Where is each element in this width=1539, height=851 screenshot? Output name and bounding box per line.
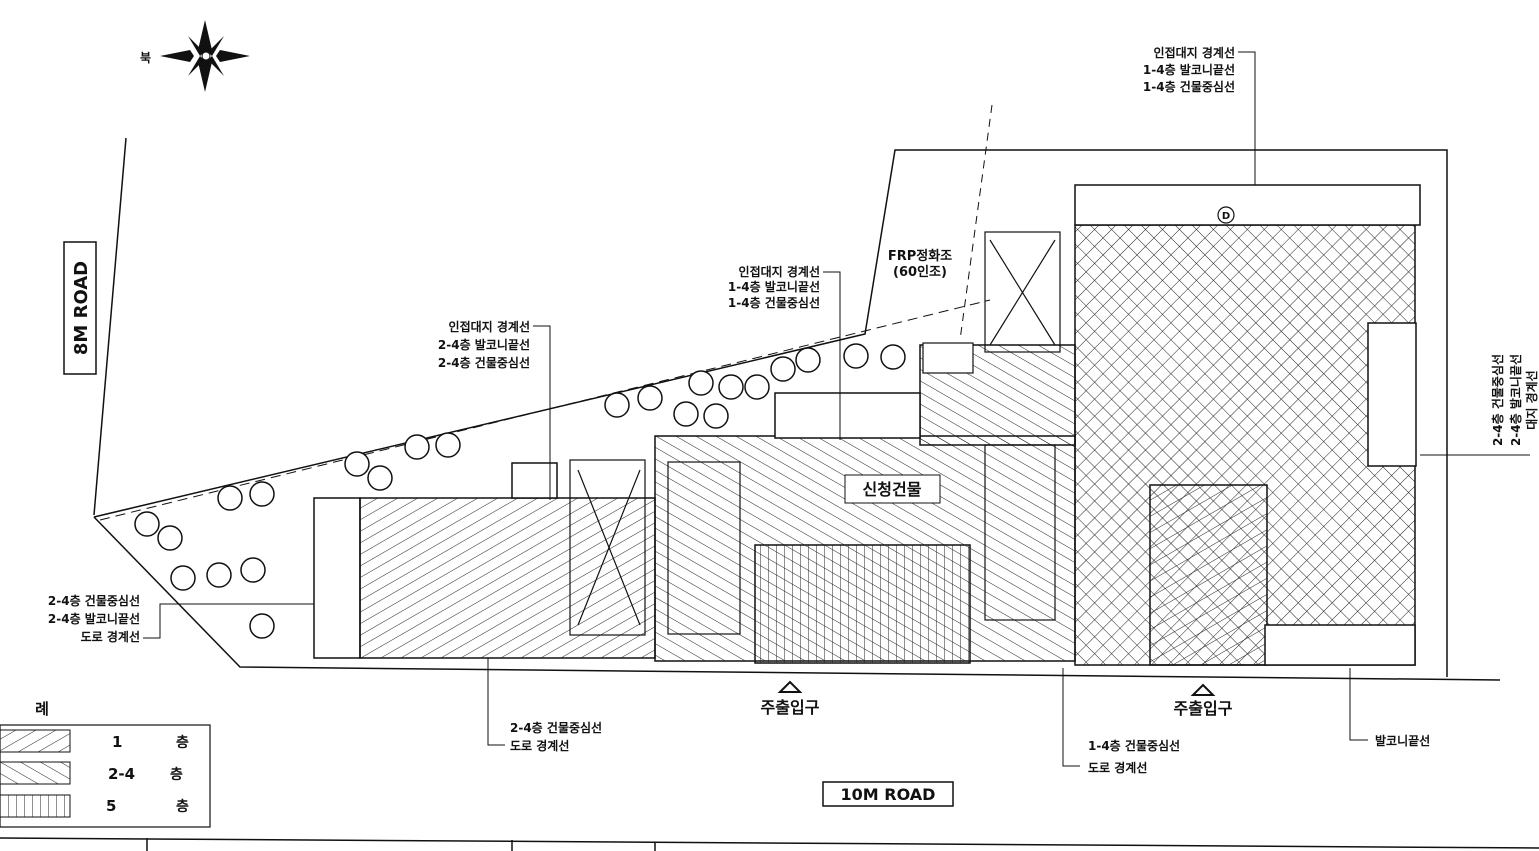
annotation-bottom-b: 1-4층 건물중심선 도로 경계선 <box>1062 668 1180 775</box>
site-boundary <box>93 104 1501 681</box>
north-arrow-icon: 북 <box>140 20 250 92</box>
svg-text:1-4층 발코니끝선: 1-4층 발코니끝선 <box>1143 62 1235 77</box>
septic-label: FRP정화조 (60인조) <box>888 248 952 280</box>
svg-text:D: D <box>1222 211 1230 222</box>
svg-text:인접대지 경계선: 인접대지 경계선 <box>1154 45 1235 60</box>
annotation-mid-left: 인접대지 경계선 2-4층 발코니끝선 2-4층 건물중심선 <box>438 319 551 500</box>
annotation-bottom-c: 발코니끝선 <box>1349 668 1430 748</box>
svg-text:인접대지 경계선: 인접대지 경계선 <box>739 264 820 279</box>
annotation-bottom-a: 2-4층 건물중심선 도로 경계선 <box>487 658 602 753</box>
svg-text:신청건물: 신청건물 <box>863 480 922 499</box>
svg-text:5: 5 <box>106 797 116 815</box>
svg-text:2-4층 건물중심선: 2-4층 건물중심선 <box>1490 354 1505 446</box>
legend: 례 1 층 2-4 층 5 층 <box>0 700 211 828</box>
svg-text:도로 경계선: 도로 경계선 <box>1088 760 1147 775</box>
parked-cars <box>569 231 1061 636</box>
north-mark: 북 <box>140 51 151 65</box>
svg-text:2-4층 발코니끝선: 2-4층 발코니끝선 <box>1508 354 1523 446</box>
entrance-1: 주출입구 <box>761 680 820 717</box>
svg-text:발코니끝선: 발코니끝선 <box>1375 733 1430 748</box>
svg-text:례: 례 <box>35 700 49 718</box>
entrance-2: 주출입구 <box>1174 683 1233 718</box>
svg-text:대지 경계선: 대지 경계선 <box>1524 370 1539 429</box>
svg-text:층: 층 <box>176 735 189 751</box>
svg-text:1: 1 <box>112 733 122 751</box>
svg-text:1-4층 건물중심선: 1-4층 건물중심선 <box>1143 79 1235 94</box>
svg-text:주출입구: 주출입구 <box>761 698 820 717</box>
title-block-border <box>0 837 1539 851</box>
svg-text:FRP정화조: FRP정화조 <box>888 248 952 264</box>
svg-text:2-4: 2-4 <box>108 765 135 783</box>
svg-text:2-4층 건물중심선: 2-4층 건물중심선 <box>510 720 602 735</box>
svg-text:1-4층 건물중심선: 1-4층 건물중심선 <box>1088 738 1180 753</box>
south-road-label: 10M ROAD <box>822 781 954 807</box>
svg-text:도로 경계선: 도로 경계선 <box>510 738 569 753</box>
svg-text:(60인조): (60인조) <box>893 264 947 280</box>
svg-text:2-4층 건물중심선: 2-4층 건물중심선 <box>438 355 530 370</box>
svg-text:층: 층 <box>176 799 189 815</box>
svg-text:2-4층 발코니끝선: 2-4층 발코니끝선 <box>48 611 140 626</box>
svg-text:8M ROAD: 8M ROAD <box>71 261 92 355</box>
svg-text:2-4층 발코니끝선: 2-4층 발코니끝선 <box>438 337 530 352</box>
svg-text:1-4층 발코니끝선: 1-4층 발코니끝선 <box>728 279 820 294</box>
building-label: 신청건물 <box>844 474 941 504</box>
svg-text:인접대지 경계선: 인접대지 경계선 <box>449 319 530 334</box>
annotation-right-vertical: 2-4층 건물중심선 2-4층 발코니끝선 대지 경계선 <box>1420 354 1539 456</box>
svg-text:10M ROAD: 10M ROAD <box>841 785 936 804</box>
circle-mark: D <box>1217 206 1235 224</box>
annotation-left: 2-4층 건물중심선 2-4층 발코니끝선 도로 경계선 <box>48 593 314 644</box>
west-road-label: 8M ROAD <box>63 241 97 375</box>
svg-text:1-4층 건물중심선: 1-4층 건물중심선 <box>728 295 820 310</box>
tree-icons <box>134 343 906 639</box>
annotation-mid-top: 인접대지 경계선 1-4층 발코니끝선 1-4층 건물중심선 <box>728 264 841 440</box>
svg-text:층: 층 <box>170 767 183 783</box>
svg-text:2-4층 건물중심선: 2-4층 건물중심선 <box>48 593 140 608</box>
svg-text:주출입구: 주출입구 <box>1174 699 1233 718</box>
building-footprint <box>313 184 1421 666</box>
annotation-top-right: 인접대지 경계선 1-4층 발코니끝선 1-4층 건물중심선 <box>1143 45 1256 185</box>
svg-text:도로 경계선: 도로 경계선 <box>81 629 140 644</box>
